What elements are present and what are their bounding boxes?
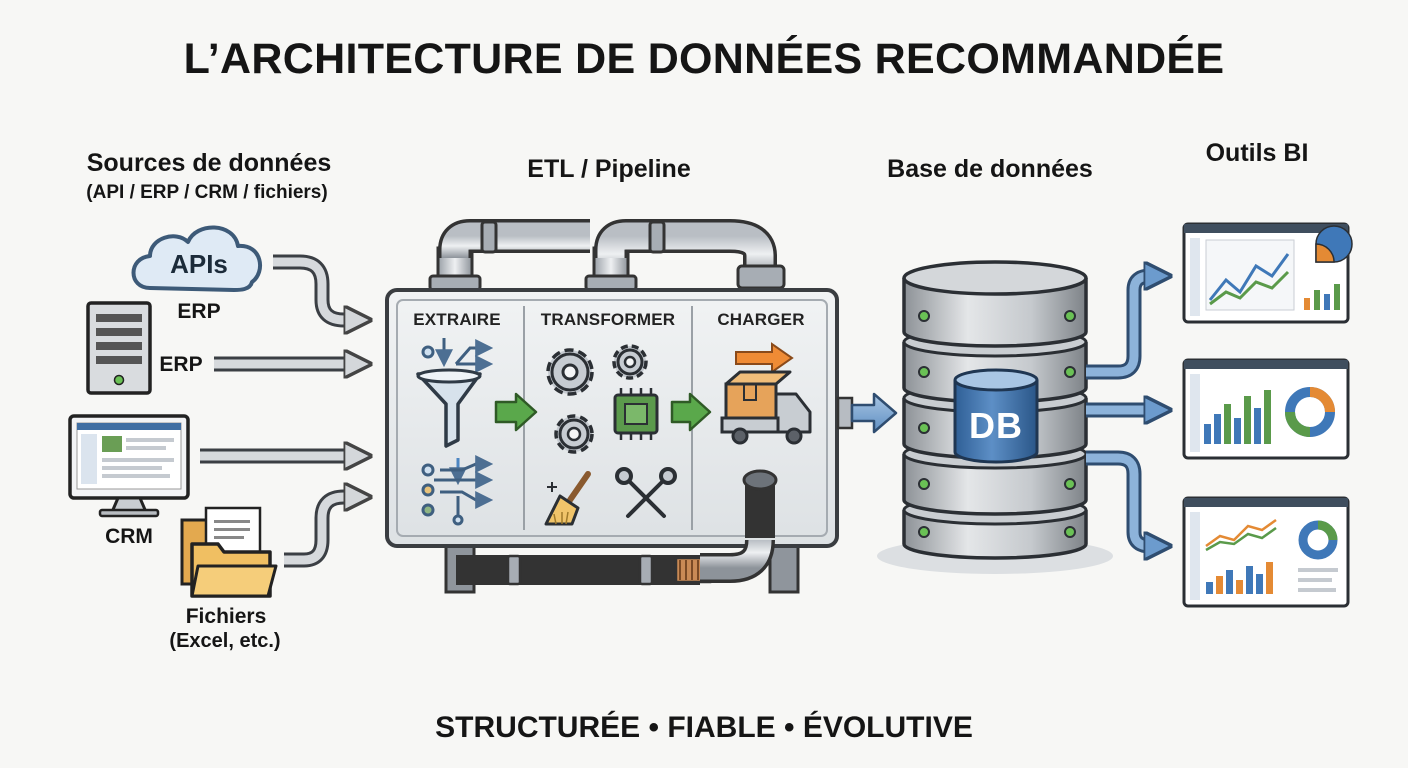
wrench-icon <box>615 467 677 518</box>
database-icon <box>877 260 1113 574</box>
crm-label: CRM <box>105 525 153 548</box>
files-sublabel: (Excel, etc.) <box>169 630 281 652</box>
etl-title: ETL / Pipeline <box>527 155 691 183</box>
db-badge: DB <box>969 405 1023 446</box>
pipeline-bottom-pipes <box>444 542 800 594</box>
dashboard-icon <box>1182 222 1353 324</box>
erp-label: ERP <box>159 353 203 376</box>
arrow-orange-icon <box>735 342 794 374</box>
database-title: Base de données <box>887 155 1093 183</box>
pipe-elbow-icon <box>700 469 778 583</box>
arrow-extract-to-transform <box>494 392 538 432</box>
dashboard-icon <box>1182 358 1350 460</box>
files-label: Fichiers <box>185 605 267 628</box>
split-arrows-icon <box>421 455 494 526</box>
gear-icon <box>612 344 648 380</box>
truck-icon <box>720 392 812 445</box>
cloud-label: APIs <box>170 249 228 279</box>
stage-extract-label: EXTRAIRE <box>413 310 501 329</box>
sources-title: Sources de données <box>86 149 332 177</box>
gear-icon <box>546 348 594 396</box>
dashboard-icon <box>1182 496 1350 608</box>
funnel-icon <box>416 368 482 448</box>
apis-caption: ERP <box>177 300 221 323</box>
tagline: STRUCTURÉE • FIABLE • ÉVOLUTIVE <box>435 711 973 744</box>
sources-subtitle: (API / ERP / CRM / fichiers) <box>86 182 328 203</box>
arrow-db-to-bi-1 <box>1086 268 1158 380</box>
arrow-etl-to-db <box>836 392 898 434</box>
arrow-db-to-bi-3 <box>1086 450 1158 554</box>
broom-icon <box>544 471 591 526</box>
monitor-icon <box>68 414 190 518</box>
stage-transform-label: TRANSFORMER <box>540 310 676 329</box>
stage-load-label: CHARGER <box>717 310 805 329</box>
folder-icon <box>180 506 278 598</box>
page-title: L’ARCHITECTURE DE DONNÉES RECOMMANDÉE <box>183 35 1225 83</box>
split-arrows-icon <box>421 338 494 373</box>
server-icon <box>86 301 152 395</box>
pipeline-top-pipes <box>428 219 786 296</box>
chip-icon <box>613 388 659 440</box>
bi-title: Outils BI <box>1205 139 1309 167</box>
arrow-transform-to-load <box>670 392 712 432</box>
cloud-icon <box>131 225 262 292</box>
gear-icon <box>554 414 594 454</box>
